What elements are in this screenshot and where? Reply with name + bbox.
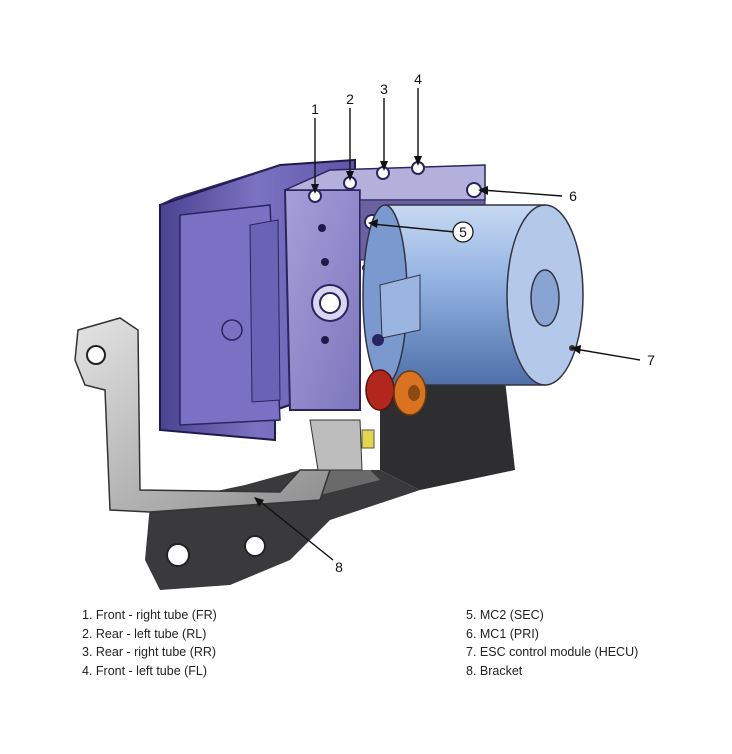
legend-item-2: 2. Rear - left tube (RL) [82,626,207,641]
leader-arrowheads [254,156,581,507]
callout-5-marker [452,221,474,243]
esc-hecu-assembly-diagram: 1 2 3 4 5 6 7 8 [74,71,655,590]
legend-item-4: 4. Front - left tube (FL) [82,663,208,678]
bracket [74,317,515,590]
callout-label-4: 4 [414,71,422,87]
callout-label-6: 6 [569,188,577,204]
legend-item-1: 1. Front - right tube (FR) [82,608,217,622]
callout-label-1: 1 [311,101,319,117]
legend-item-8: 8. Bracket [466,663,523,678]
callout-label-7: 7 [647,352,655,368]
legend-right-column: 5. MC2 (SEC) 6. MC1 (PRI) 7. ESC control… [466,606,638,680]
wiring-connector [361,369,427,449]
legend-item-6: 6. MC1 (PRI) [466,626,539,641]
legend-item-5: 5. MC2 (SEC) [466,608,544,622]
ecu-housing [159,158,356,442]
callout-label-2: 2 [346,91,354,107]
callout-label-8: 8 [335,559,343,575]
callout-label-3: 3 [380,81,388,97]
legend-left-column: 1. Front - right tube (FR) 2. Rear - lef… [82,606,217,680]
callout-label-5: 5 [459,224,467,240]
pump-motor [362,204,584,386]
legend-item-3: 3. Rear - right tube (RR) [82,645,217,659]
legend-item-7: 7. ESC control module (HECU) [466,645,639,659]
leader-lines [256,88,641,561]
